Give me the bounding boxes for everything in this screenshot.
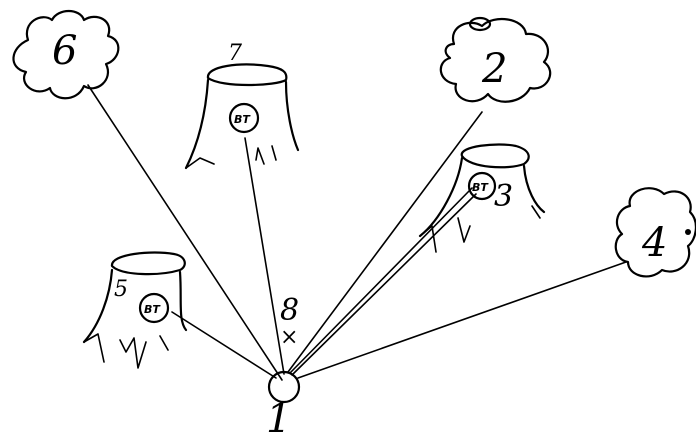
badge-bt-5: BT [144,303,161,316]
stump-node-7: 7 BT [186,41,298,168]
node-label-4: 4 [641,220,667,266]
node-label-3: 3 [494,179,513,214]
stump-node-3: BT 3 [420,144,544,252]
cloud-node-2: 2 [441,18,550,102]
badge-bt-3: BT [472,181,489,194]
marker-cross: × [280,325,298,350]
connection-lines [88,85,626,380]
cloud-node-6: 6 [13,11,118,98]
hub-label-1: 1 [266,396,291,435]
badge-bt-7: BT [234,113,251,126]
node-label-2: 2 [481,46,507,92]
node-label-7: 7 [228,41,242,66]
cloud-node-4: 4 [616,188,696,276]
hub-node-1: 1 [266,372,299,435]
line-1-to-3a [290,188,472,373]
line-1-to-2 [288,112,482,372]
stump-node-5: 5 BT [84,253,186,369]
line-1-to-7 [245,138,284,374]
node-label-5: 5 [114,277,128,302]
marker-label-8: 8 [280,293,299,328]
line-1-to-5 [172,312,276,378]
marker-8: 8 × [280,293,299,350]
node-label-6: 6 [52,28,77,74]
